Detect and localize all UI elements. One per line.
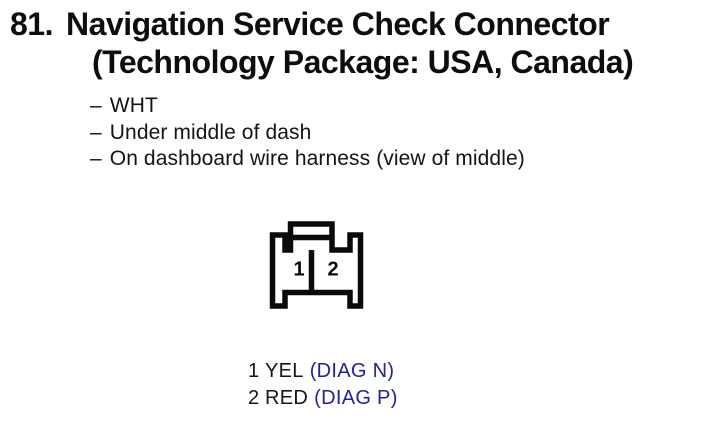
dash-marker: – [90, 94, 102, 117]
section-number: 81. [10, 6, 53, 42]
connector-outline [269, 221, 364, 309]
cavity-2-label: 2 [327, 259, 338, 281]
pin-wire-color: RED [265, 386, 309, 409]
note-item: –On dashboard wire harness (view of midd… [90, 146, 525, 173]
pin-number: 1 [248, 360, 260, 382]
connector-diagram: 1 2 [266, 218, 368, 312]
pin-signal-label: (DIAG N) [309, 360, 395, 382]
note-item: –WHT [90, 93, 525, 120]
note-item: –Under middle of dash [90, 120, 525, 147]
page-title-line1: Navigation Service Check Connector [66, 6, 610, 42]
note-text: WHT [109, 94, 158, 117]
cavity-1-label: 1 [293, 259, 304, 281]
dash-marker: – [90, 147, 102, 170]
page-title-line2: (Technology Package: USA, Canada) [92, 44, 634, 80]
pin-signal-label: (DIAG P) [314, 386, 398, 409]
dash-marker: – [90, 120, 102, 144]
note-text: Under middle of dash [109, 120, 312, 144]
pin-number: 2 [248, 386, 260, 409]
pin-wire-color: YEL [265, 360, 304, 382]
connector-notes-list: –WHT –Under middle of dash –On dashboard… [90, 93, 525, 173]
note-text: On dashboard wire harness (view of middl… [109, 147, 525, 170]
connector-face-drawing: 1 2 [269, 221, 364, 309]
